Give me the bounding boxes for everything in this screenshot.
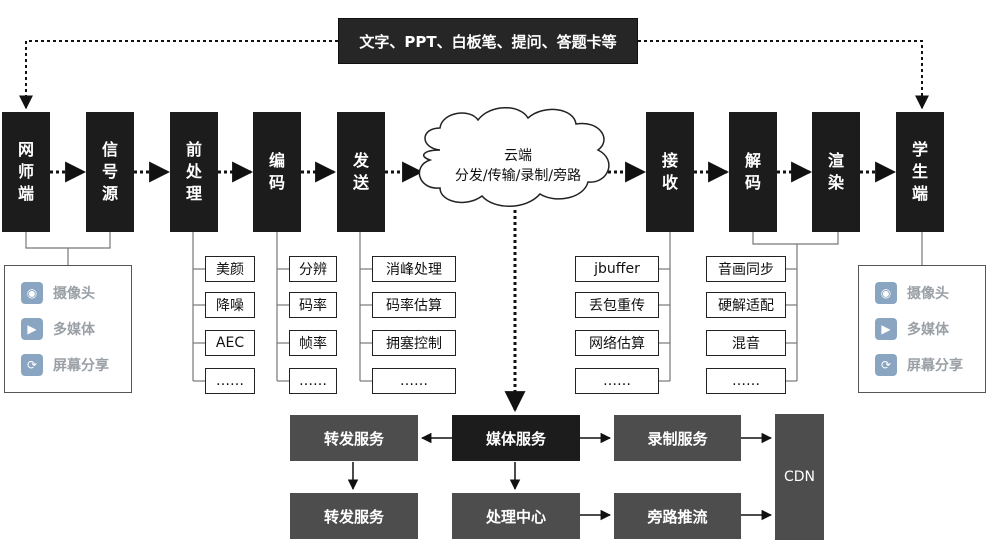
stage-decode-char-1: 解 xyxy=(744,151,761,170)
record-service: 录制服务 xyxy=(614,415,741,461)
student-screen-share: ⟳ 屏幕分享 xyxy=(875,352,963,378)
media-icon: ▶ xyxy=(875,318,897,340)
stage-encode-char-1: 编 xyxy=(268,151,285,170)
detail-preprocess-3: AEC xyxy=(205,330,255,356)
cdn-node: CDN xyxy=(775,414,824,540)
stage-student: 学 生 端 xyxy=(896,112,944,232)
stage-preprocess: 前 处 理 xyxy=(170,112,218,232)
media-icon: ▶ xyxy=(21,318,43,340)
stage-receive: 接 收 xyxy=(646,112,694,232)
student-media: ▶ 多媒体 xyxy=(875,316,949,342)
source-camera: ◉ 摄像头 xyxy=(21,280,95,306)
detail-send-4: …… xyxy=(372,368,456,394)
stage-signal-char-3: 源 xyxy=(101,184,118,203)
source-screen-share-label: 屏幕分享 xyxy=(53,358,109,374)
detail-receive-2: 丢包重传 xyxy=(575,292,659,318)
source-camera-label: 摄像头 xyxy=(53,286,95,302)
process-center: 处理中心 xyxy=(452,493,580,539)
detail-decode-4: …… xyxy=(706,368,786,394)
detail-encode-4: …… xyxy=(289,368,337,394)
detail-decode-2: 硬解适配 xyxy=(706,292,786,318)
interaction-banner: 文字、PPT、白板笔、提问、答题卡等 xyxy=(338,18,638,64)
detail-encode-3: 帧率 xyxy=(289,330,337,356)
stage-render-char-1: 渲 xyxy=(827,151,844,170)
stage-student-char-3: 端 xyxy=(911,184,928,203)
detail-encode-2: 码率 xyxy=(289,292,337,318)
detail-decode-3: 混音 xyxy=(706,330,786,356)
stage-send: 发 送 xyxy=(337,112,385,232)
stage-receive-char-2: 收 xyxy=(661,173,678,192)
teacher-source-panel: ◉ 摄像头 ▶ 多媒体 ⟳ 屏幕分享 xyxy=(4,265,132,393)
student-screen-share-label: 屏幕分享 xyxy=(907,358,963,374)
student-media-label: 多媒体 xyxy=(907,322,949,338)
stage-encode: 编 码 xyxy=(253,112,301,232)
stage-send-char-1: 发 xyxy=(352,151,369,170)
detail-receive-4: …… xyxy=(575,368,659,394)
media-service: 媒体服务 xyxy=(452,415,580,461)
detail-send-2: 码率估算 xyxy=(372,292,456,318)
detail-encode-1: 分辨 xyxy=(289,256,337,282)
source-media: ▶ 多媒体 xyxy=(21,316,95,342)
screen-share-icon: ⟳ xyxy=(21,354,43,376)
stage-render: 渲 染 xyxy=(812,112,860,232)
stage-decode-char-2: 码 xyxy=(744,173,761,192)
student-camera: ◉ 摄像头 xyxy=(875,280,949,306)
stage-preprocess-char-2: 处 xyxy=(185,162,202,181)
detail-decode-1: 音画同步 xyxy=(706,256,786,282)
stage-teacher-char-3: 端 xyxy=(17,184,34,203)
forward-service-top: 转发服务 xyxy=(290,415,418,461)
stage-preprocess-char-1: 前 xyxy=(185,140,202,159)
stage-render-char-2: 染 xyxy=(827,173,844,192)
stage-signal-char-2: 号 xyxy=(101,162,118,181)
detail-send-3: 拥塞控制 xyxy=(372,330,456,356)
stage-decode: 解 码 xyxy=(729,112,777,232)
source-screen-share: ⟳ 屏幕分享 xyxy=(21,352,109,378)
screen-share-icon: ⟳ xyxy=(875,354,897,376)
stage-receive-char-1: 接 xyxy=(661,151,678,170)
camera-icon: ◉ xyxy=(875,282,897,304)
stage-send-char-2: 送 xyxy=(352,173,369,192)
student-camera-label: 摄像头 xyxy=(907,286,949,302)
bracket-lines xyxy=(25,232,923,382)
detail-preprocess-2: 降噪 xyxy=(205,292,255,318)
detail-receive-3: 网络估算 xyxy=(575,330,659,356)
stage-student-char-1: 学 xyxy=(911,140,928,159)
source-media-label: 多媒体 xyxy=(53,322,95,338)
cloud-label: 云端 分发/传输/录制/旁路 xyxy=(430,146,606,186)
stage-signal-source: 信 号 源 xyxy=(86,112,134,232)
stage-encode-char-2: 码 xyxy=(268,173,285,192)
detail-receive-1: jbuffer xyxy=(575,256,659,282)
forward-service-bottom: 转发服务 xyxy=(290,493,418,539)
detail-preprocess-4: …… xyxy=(205,368,255,394)
stage-student-char-2: 生 xyxy=(911,162,928,181)
student-source-panel: ◉ 摄像头 ▶ 多媒体 ⟳ 屏幕分享 xyxy=(858,265,986,393)
cloud-title: 云端 xyxy=(504,148,532,164)
cloud-subtitle: 分发/传输/录制/旁路 xyxy=(454,168,582,184)
stage-teacher: 网 师 端 xyxy=(2,112,50,232)
stage-preprocess-char-3: 理 xyxy=(185,184,202,203)
stage-teacher-char-2: 师 xyxy=(17,162,34,181)
detail-send-1: 消峰处理 xyxy=(372,256,456,282)
stage-signal-char-1: 信 xyxy=(101,140,118,159)
stage-teacher-char-1: 网 xyxy=(17,140,34,159)
camera-icon: ◉ xyxy=(21,282,43,304)
bypass-push-service: 旁路推流 xyxy=(614,493,741,539)
detail-preprocess-1: 美颜 xyxy=(205,256,255,282)
